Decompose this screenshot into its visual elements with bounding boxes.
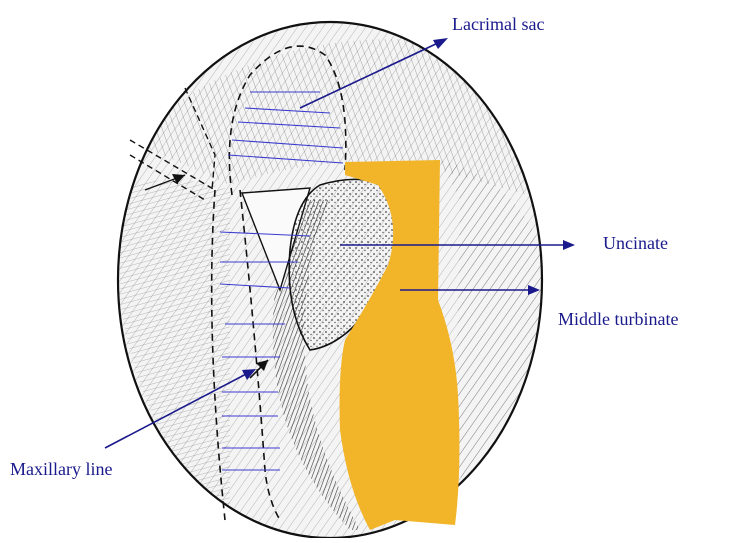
label-uncinate: Uncinate [603, 232, 668, 255]
label-middle-turbinate: Middle turbinate [558, 308, 678, 331]
lacrimal-arrowhead [433, 38, 448, 49]
uncinate-arrowhead [563, 240, 575, 250]
label-lacrimal-sac: Lacrimal sac [452, 13, 544, 36]
label-maxillary-line: Maxillary line [10, 458, 120, 481]
